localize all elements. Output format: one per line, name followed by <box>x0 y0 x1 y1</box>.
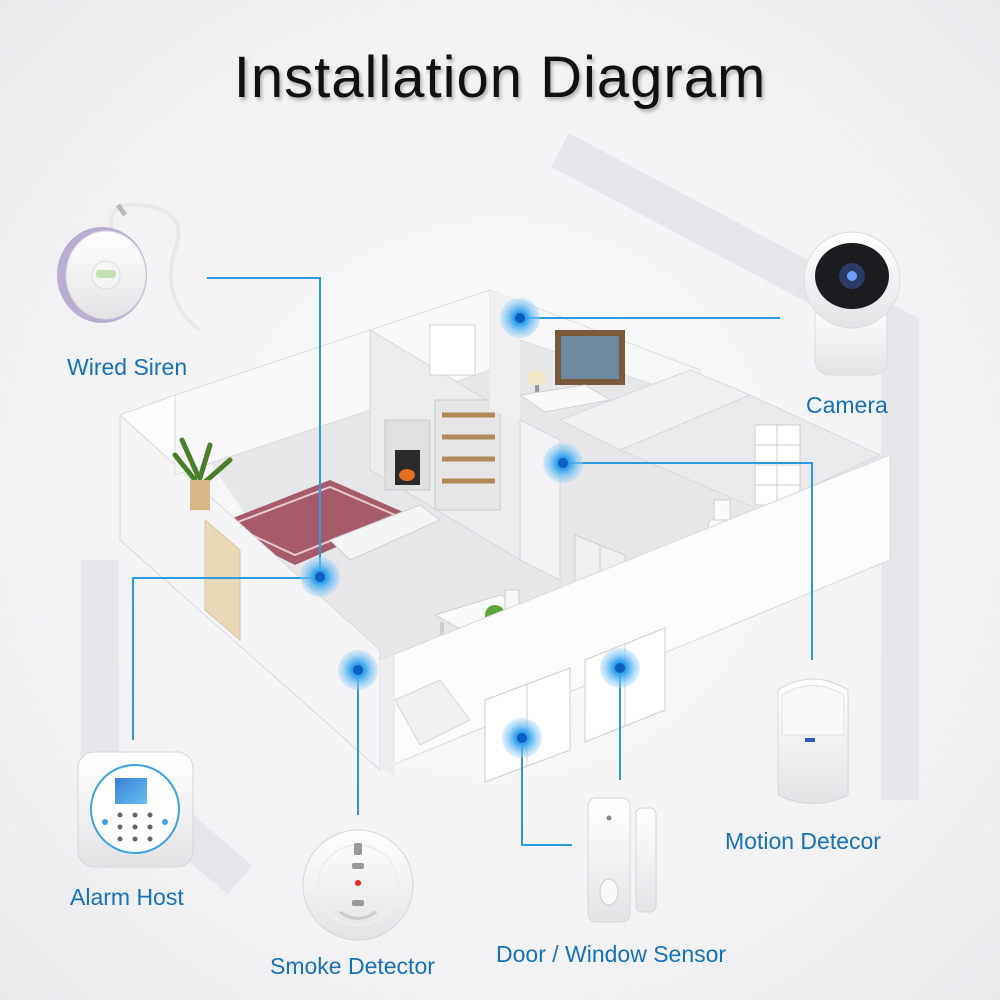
pin-door <box>502 718 542 758</box>
motion-detector-label: Motion Detecor <box>725 828 881 854</box>
wired-siren-label: Wired Siren <box>67 354 188 380</box>
motion-connector <box>563 462 813 660</box>
potted-plant <box>172 437 233 510</box>
smoke-detector-label: Smoke Detector <box>270 953 435 979</box>
pin-smoke <box>338 650 378 690</box>
siren-connector <box>207 277 321 575</box>
alarm-host-connector <box>132 577 320 740</box>
page-title: Installation Diagram <box>233 45 767 110</box>
wired-siren-device <box>57 202 202 332</box>
alarm-host-label: Alarm Host <box>70 884 184 910</box>
pin-motion <box>543 443 583 483</box>
pin-camera <box>500 298 540 338</box>
door-window-sensor-label: Door / Window Sensor <box>496 941 727 967</box>
pin-siren <box>300 557 340 597</box>
location-pins <box>300 298 640 758</box>
camera-label: Camera <box>806 392 888 418</box>
smoke-detector-device <box>302 829 414 941</box>
camera-device <box>803 231 901 376</box>
door-connector <box>521 738 572 846</box>
alarm-host-device <box>77 751 194 868</box>
door-window-sensor-device <box>587 797 657 923</box>
pin-window <box>600 648 640 688</box>
motion-detector-device <box>777 678 849 804</box>
connector-lines <box>132 277 813 846</box>
house-walls <box>119 289 891 783</box>
